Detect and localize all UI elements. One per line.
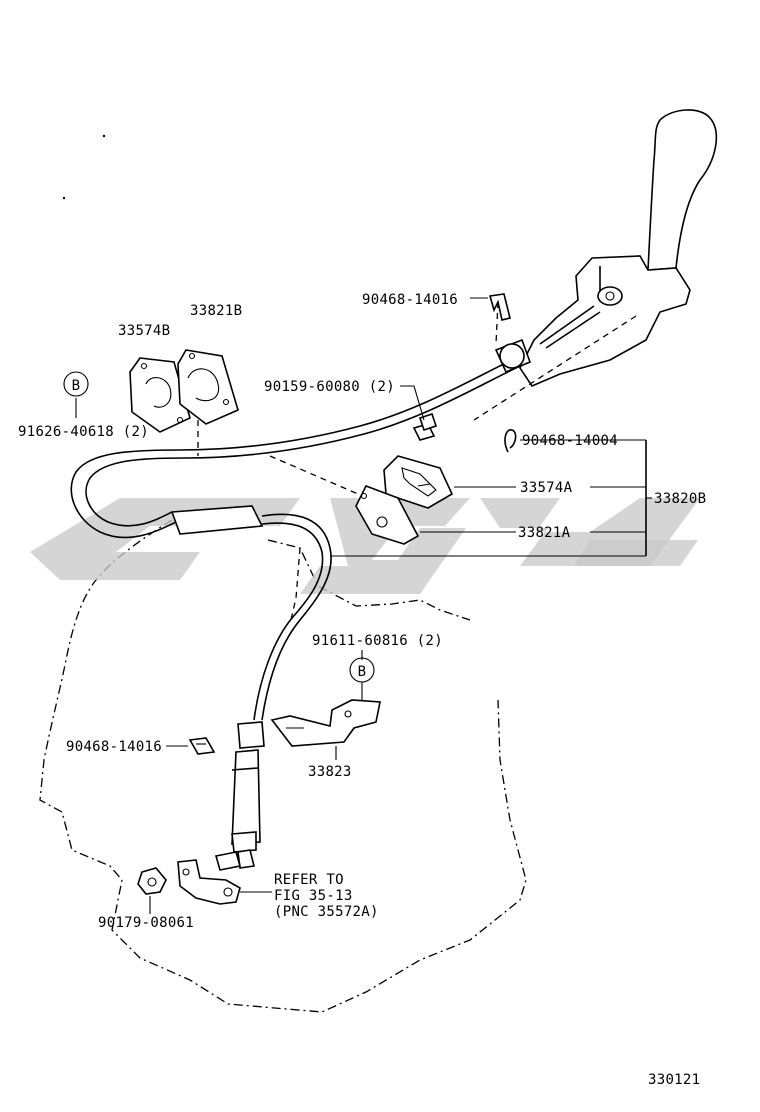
dot	[102, 134, 106, 138]
part-33821B	[177, 349, 239, 425]
label-90179-08061: 90179-08061	[98, 915, 194, 931]
label-90159-60080: 90159-60080 (2)	[264, 379, 395, 395]
label-91626-40618: 91626-40618 (2)	[18, 424, 149, 440]
marker-b-center-circle	[349, 657, 375, 683]
part-33821A	[355, 484, 420, 545]
label-33823: 33823	[308, 764, 352, 780]
refer-to-line-1: REFER TO	[274, 872, 344, 888]
nut-90179	[137, 867, 167, 895]
cable-end-sleeve	[237, 721, 265, 749]
shift-cable	[70, 338, 532, 869]
label-33821B: 33821B	[190, 303, 242, 319]
label-33574B: 33574B	[118, 323, 170, 339]
shift-lever-assembly	[519, 109, 718, 387]
label-90468-14016-left: 90468-14016	[66, 739, 162, 755]
label-90468-14016-top: 90468-14016	[362, 292, 458, 308]
label-33821A: 33821A	[518, 525, 571, 541]
dot	[62, 196, 66, 200]
bracket-33823	[270, 699, 381, 747]
label-33820B: 33820B	[654, 491, 706, 507]
label-90468-14004: 90468-14004	[522, 433, 618, 449]
bolt-90159	[412, 412, 438, 441]
refer-to-line-2: FIG 35-13	[274, 888, 353, 904]
shifter-housing	[519, 255, 691, 387]
clip-90468-14016-top	[488, 293, 511, 321]
refer-to-line-3: (PNC 35572A)	[274, 904, 379, 920]
shift-knob	[647, 109, 718, 271]
label-91611-60816: 91611-60816 (2)	[312, 633, 443, 649]
transmission-lever-arm	[177, 851, 242, 905]
clip-90468-14004	[504, 429, 517, 453]
part-33574B	[129, 357, 191, 433]
marker-b-center: B	[358, 664, 367, 680]
marker-b-left: B	[72, 378, 81, 394]
clip-90468-14016-left	[188, 737, 216, 755]
label-33574A: 33574A	[520, 480, 573, 496]
transmission-outline	[39, 519, 527, 1013]
leader-lines	[75, 297, 652, 914]
part-33574A	[383, 455, 454, 509]
figure-number: 330121	[648, 1072, 700, 1088]
marker-b-left-circle	[63, 371, 89, 397]
cable-boot	[170, 505, 264, 535]
